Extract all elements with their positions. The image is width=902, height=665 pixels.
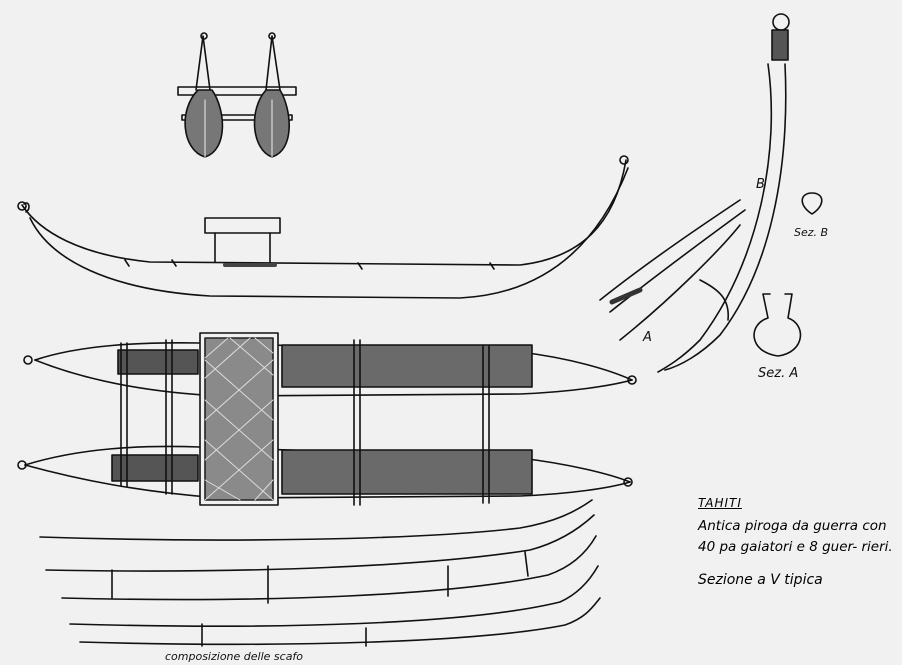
planks-caption: composizione delle scafo bbox=[165, 650, 304, 663]
section-a-glyph bbox=[753, 293, 802, 357]
section-b-label: Sez. B bbox=[794, 226, 829, 239]
marker-a-label: A bbox=[643, 330, 652, 345]
caption-block: TAHITI Antica piroga da guerra con 40 pa… bbox=[698, 496, 898, 588]
front-view-drawing bbox=[177, 32, 297, 158]
marker-b-label: B bbox=[756, 177, 765, 192]
side-view-drawing bbox=[17, 155, 629, 299]
section-b-glyph bbox=[801, 192, 823, 215]
caption-body: Antica piroga da guerra con 40 pa gaiato… bbox=[698, 518, 893, 555]
plan-view-drawing bbox=[17, 332, 637, 506]
bow-detail-drawing bbox=[599, 13, 790, 373]
section-a-label: Sez. A bbox=[758, 366, 799, 381]
caption-title: TAHITI bbox=[698, 496, 742, 510]
caption-note: Sezione a V tipica bbox=[698, 572, 823, 588]
planking-drawing bbox=[39, 499, 601, 647]
